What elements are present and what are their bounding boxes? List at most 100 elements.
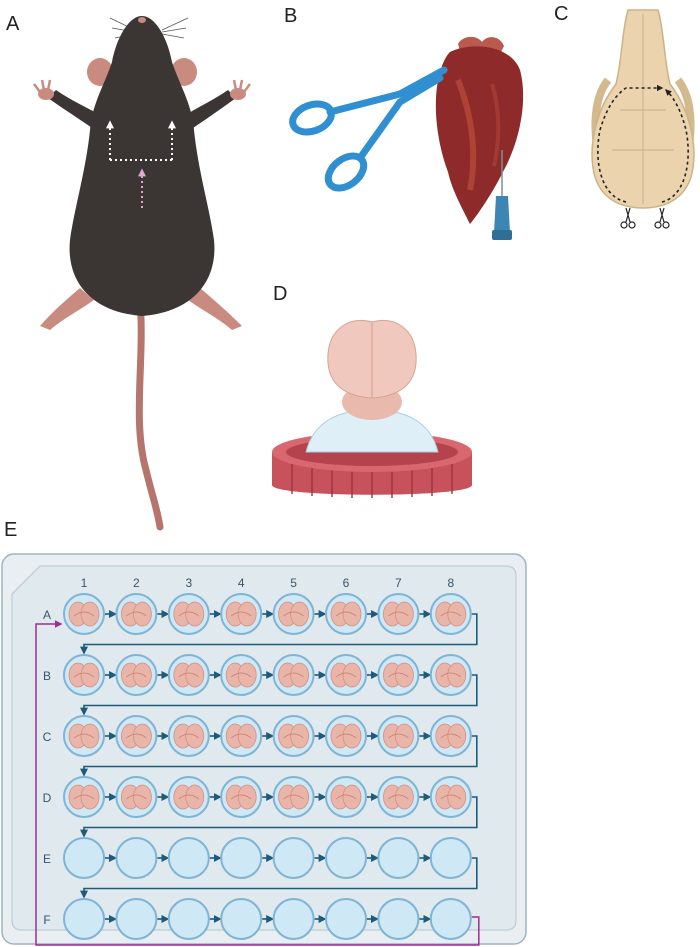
plate-well [115,837,158,879]
brain-section [120,723,152,749]
brain-section [382,723,414,749]
brain-section [68,723,100,749]
panel-letter-e: E [4,519,17,541]
plate-well [325,715,367,757]
brain-section [435,723,467,749]
plate-return-line [35,620,480,946]
plate-well [377,837,420,879]
row-wrap-arrow [80,857,478,899]
brain-section [120,601,152,627]
brain-section [330,723,362,749]
plate-well [167,715,210,757]
brain-section [330,601,362,627]
plate-column-label: 8 [447,576,454,590]
plate-well [167,593,210,635]
row-wrap-arrow [80,674,478,716]
heart-highlight [455,78,477,191]
plate-well [63,654,105,696]
plate-column-label: 6 [343,576,350,590]
plate-well [272,898,315,940]
plate-well [63,898,105,940]
skull-sutures [612,14,674,204]
panel-letter-d: D [273,283,287,305]
plate-well [63,837,105,879]
mouse-body [69,16,215,316]
brain-section [382,662,414,688]
plate-well [325,898,367,940]
plate-well [325,776,367,818]
plate-well [429,776,472,818]
mouse-illustration [33,16,251,531]
plate-well [63,593,105,635]
plate-well [377,776,420,818]
plate-column-label: 3 [185,576,192,590]
plate-row-label: A [43,608,51,622]
plate-well [115,776,158,818]
plate-well [115,654,158,696]
plate-column-label: 5 [290,576,297,590]
mouse-foot-left [40,288,94,330]
brain-section [68,662,100,688]
plate-row-label: E [43,852,51,866]
brain-section [330,662,362,688]
brain-section [435,662,467,688]
scissors-icon [289,66,448,192]
mouse-nose [138,17,146,23]
plate-row-label: C [43,730,52,744]
row-wrap-arrow [80,796,478,838]
brain-section [435,784,467,810]
plate-well [377,898,420,940]
brain-section [173,784,205,810]
plate-well [220,837,263,879]
brain-section [278,601,310,627]
plate-well [429,654,472,696]
panel-letter-c: C [554,3,568,25]
panel-b: B [284,5,524,240]
brain-section [330,784,362,810]
plate-well [377,654,420,696]
plate-well [325,593,367,635]
brain-section [68,784,100,810]
plate-well [272,776,315,818]
plate-column-label: 2 [133,576,140,590]
heart-illustration [435,36,524,224]
plate-row-label: B [43,669,51,683]
panel-d: D [272,283,472,498]
plate-well [377,593,420,635]
plate-well [272,715,315,757]
brain-section [68,601,100,627]
plate-well [220,654,263,696]
plate-well [115,898,158,940]
plate-well [429,593,472,635]
plate-well [167,654,210,696]
brain-section [225,723,257,749]
plate-wells [63,593,472,940]
plate-well [63,776,105,818]
plate-well [220,776,263,818]
mouse-foot-right [188,288,242,330]
mouse-hand-left [33,79,54,100]
plate-well [325,654,367,696]
panel-c: C [554,3,695,229]
brain-section [225,662,257,688]
heart [435,46,524,224]
mouse-arm-left [48,90,102,130]
plate-well [167,776,210,818]
plate-row-label: D [43,791,52,805]
brain-section [382,784,414,810]
brain-section [278,723,310,749]
plate-well [272,593,315,635]
plate-column-label: 1 [81,576,88,590]
brain-section [278,662,310,688]
brain-section [225,601,257,627]
brain-section [435,601,467,627]
panel-a: A [6,13,251,531]
plate-well [377,715,420,757]
plate-well [63,715,105,757]
mouse-tail [135,296,164,531]
plate-well [220,898,263,940]
brain-section [173,662,205,688]
